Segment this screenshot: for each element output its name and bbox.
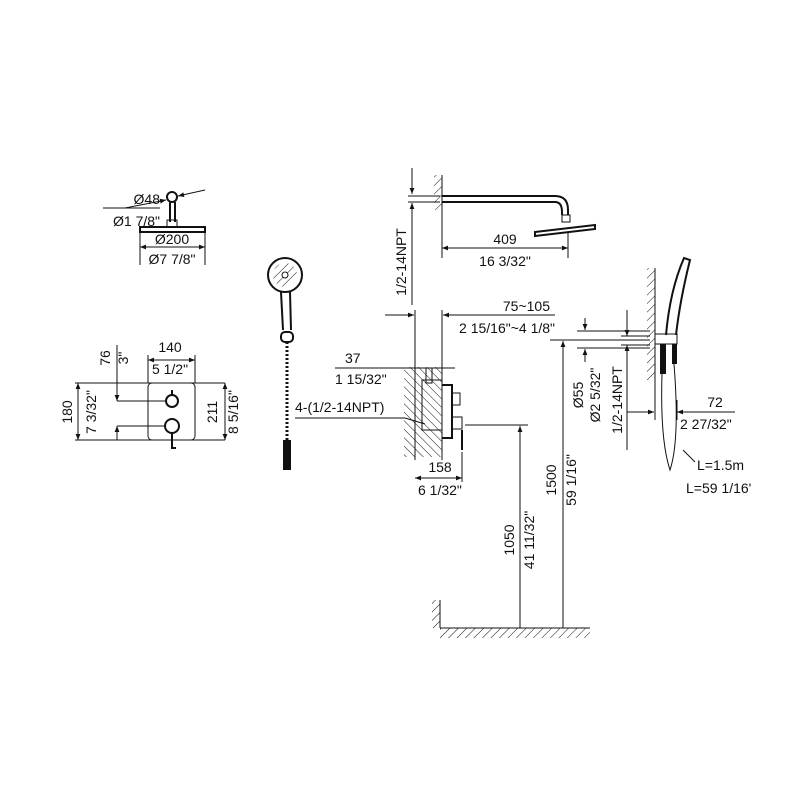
diverter-lever-icon — [164, 418, 180, 434]
trim-height-mm: 211 — [204, 401, 220, 424]
valve-depth-in: 1 15/32" — [335, 371, 387, 387]
wall-outlet-holder — [654, 333, 678, 345]
head-diameter-in: Ø7 7/8" — [149, 251, 196, 267]
valve-ports: 4-(1/2-14NPT) — [295, 399, 384, 415]
hose-length-in: L=59 1/16' — [686, 480, 751, 496]
shower-head-plate — [139, 226, 206, 233]
shower-arm — [169, 202, 176, 222]
arm-diameter-mm: Ø48 — [134, 191, 161, 207]
flange-diameter-mm: Ø55 — [570, 382, 586, 409]
offset-mm: 76 — [97, 350, 113, 366]
arm-length-in: 16 3/32" — [479, 253, 531, 269]
rain-head-top-view: Ø48 Ø1 7/8" Ø200 Ø7 7/8" — [103, 189, 206, 267]
floor — [440, 628, 590, 638]
hand-shower-front — [267, 257, 303, 470]
valve-depth-mm: 37 — [345, 350, 361, 366]
projection-mm: 72 — [707, 394, 723, 410]
arm-diameter-in: Ø1 7/8" — [113, 213, 160, 229]
temperature-knob-icon — [165, 394, 179, 408]
flange-diameter-in: Ø2 5/32" — [587, 368, 603, 423]
projection-in: 2 27/32" — [680, 416, 732, 432]
rain-shower-arm — [442, 195, 569, 215]
trim-width-in: 5 1/2" — [152, 361, 188, 377]
arm-thread: 1/2-14NPT — [393, 228, 409, 296]
hand-shower-side-view: Ø55 Ø2 5/32" 1/2-14NPT 72 2 27/32" L=1.5… — [570, 256, 751, 496]
hand-shower-head-icon — [267, 257, 303, 293]
trim-height-in: 8 5/16" — [225, 390, 241, 434]
arm-flange-icon — [166, 191, 178, 203]
rain-shower-head — [534, 223, 596, 238]
valve-height-mm: 1050 — [501, 524, 517, 555]
trim-projection-mm: 158 — [428, 459, 452, 475]
spacing-in: 7 3/32" — [83, 390, 99, 434]
arm-length-mm: 409 — [493, 231, 517, 247]
hose-length-m: L=1.5m — [697, 457, 744, 473]
valve-trim-front-view: 140 5 1/2" 76 3" 180 7 3/32" 211 8 5/16" — [59, 339, 241, 449]
side-view: 409 16 3/32" 1/2-14NPT 75~105 2 15/16"~4… — [295, 168, 650, 638]
spacing-mm: 180 — [59, 400, 75, 424]
offset-in: 3" — [115, 352, 131, 365]
head-diameter-mm: Ø200 — [155, 231, 189, 247]
hand-shower-handset — [665, 256, 692, 336]
wall-depth-mm: 75~105 — [503, 298, 550, 314]
outlet-height-in: 59 1/16" — [563, 454, 579, 506]
trim-projection-in: 6 1/32" — [418, 482, 462, 498]
outlet-height-mm: 1500 — [543, 464, 559, 495]
outlet-thread: 1/2-14NPT — [609, 366, 625, 434]
valve-height-in: 41 11/32" — [521, 511, 537, 569]
trim-plate-side — [442, 384, 453, 439]
trim-width-mm: 140 — [158, 339, 182, 355]
wall-depth-in: 2 15/16"~4 1/8" — [459, 320, 555, 336]
